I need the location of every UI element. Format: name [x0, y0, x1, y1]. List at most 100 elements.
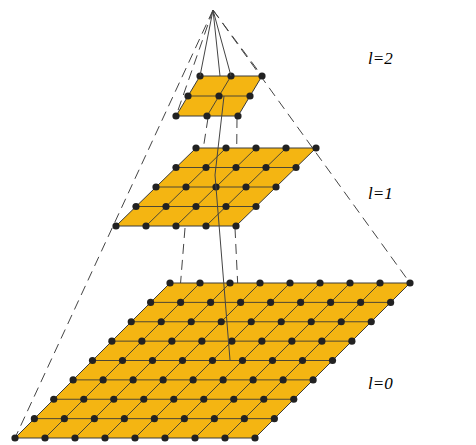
sample-dot [269, 357, 276, 364]
sample-dot [252, 203, 259, 210]
sample-dot [272, 183, 279, 190]
grid-line [165, 283, 320, 438]
sample-dot [149, 357, 156, 364]
sample-dot [61, 415, 68, 422]
projection-line [235, 228, 238, 290]
sample-dot [310, 376, 317, 383]
sample-dot [286, 279, 293, 286]
sample-dot [406, 279, 413, 286]
sample-dot [11, 434, 18, 441]
sample-dot [179, 357, 186, 364]
projection-line [180, 228, 185, 290]
grid-line [225, 283, 380, 438]
sample-dot [357, 299, 364, 306]
sample-dot [252, 144, 259, 151]
sample-dot [128, 318, 135, 325]
sample-dot [232, 164, 239, 171]
sample-dot [242, 183, 249, 190]
sample-dot [299, 357, 306, 364]
sample-dot [151, 415, 158, 422]
sample-dot [110, 396, 117, 403]
sample-dot [232, 222, 239, 229]
projection-line [203, 118, 208, 150]
sample-dot [282, 144, 289, 151]
sample-dot [172, 112, 179, 119]
sample-dot [271, 415, 278, 422]
sample-dot [108, 338, 115, 345]
sample-dot [278, 318, 285, 325]
sample-dot [221, 434, 228, 441]
pyramid-level [172, 72, 265, 119]
sample-dot [258, 72, 265, 79]
sample-dot [207, 299, 214, 306]
link-lines [200, 10, 231, 360]
sample-dot [218, 318, 225, 325]
sample-dot [318, 338, 325, 345]
sample-dot [376, 279, 383, 286]
sample-dot [142, 222, 149, 229]
sample-dot [290, 396, 297, 403]
sample-dot [251, 434, 258, 441]
sample-dot [387, 299, 394, 306]
sample-dot [130, 376, 137, 383]
level-label: l=2 [368, 50, 393, 67]
sample-dot [267, 299, 274, 306]
sample-dot [241, 415, 248, 422]
sample-dot [280, 376, 287, 383]
sample-dot [191, 434, 198, 441]
sample-dot [192, 144, 199, 151]
sample-dot [246, 92, 253, 99]
sample-dot [200, 396, 207, 403]
projection-line [213, 10, 262, 76]
sample-dot [172, 164, 179, 171]
sample-dot [31, 415, 38, 422]
sample-dot [80, 396, 87, 403]
sample-dot [239, 357, 246, 364]
projection-line [213, 10, 410, 283]
sample-dot [170, 396, 177, 403]
sample-dot [222, 144, 229, 151]
grid-plane [15, 283, 410, 438]
sample-dot [338, 318, 345, 325]
sample-dot [184, 92, 191, 99]
sample-dot [190, 376, 197, 383]
sample-dot [234, 112, 241, 119]
sample-dot [182, 183, 189, 190]
sample-dot [162, 203, 169, 210]
level-label: l=0 [368, 375, 393, 392]
sample-dot [312, 144, 319, 151]
sample-dot [181, 415, 188, 422]
link-line [213, 10, 231, 76]
sample-dot [250, 376, 257, 383]
sample-dot [209, 357, 216, 364]
sample-dot [316, 279, 323, 286]
sample-dot [222, 203, 229, 210]
sample-dot [70, 376, 77, 383]
sample-dot [131, 434, 138, 441]
sample-dot [138, 338, 145, 345]
sample-dot [368, 318, 375, 325]
sample-dot [256, 279, 263, 286]
sample-dot [152, 183, 159, 190]
sample-dot [228, 338, 235, 345]
sample-dot [177, 299, 184, 306]
sample-dot [260, 396, 267, 403]
sample-dot [248, 318, 255, 325]
sample-dot [112, 222, 119, 229]
sample-dot [101, 434, 108, 441]
sample-dot [202, 164, 209, 171]
link-line [200, 10, 213, 76]
sample-dot [198, 338, 205, 345]
sample-dot [297, 299, 304, 306]
sample-dot [258, 338, 265, 345]
sample-dot [288, 338, 295, 345]
sample-dot [132, 203, 139, 210]
sample-dot [168, 338, 175, 345]
link-line [215, 96, 224, 175]
sample-dot [230, 396, 237, 403]
pyramid-level [11, 279, 413, 441]
sample-dot [211, 415, 218, 422]
sample-dot [308, 318, 315, 325]
